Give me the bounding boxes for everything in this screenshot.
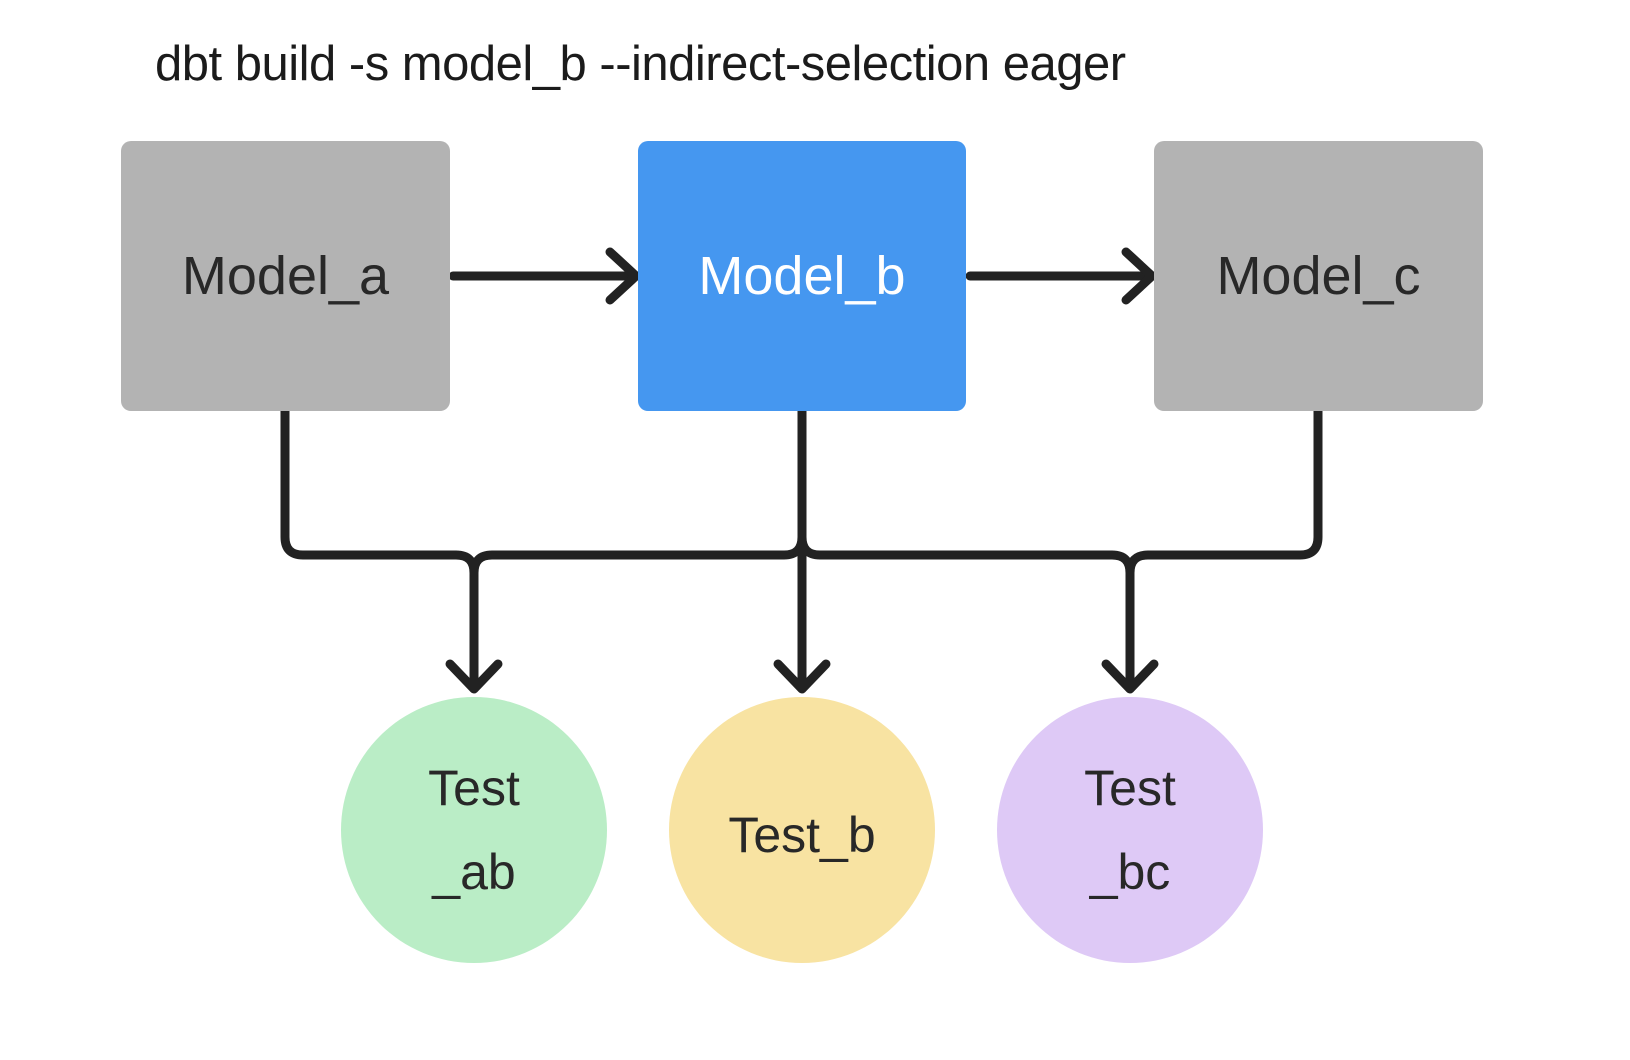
node-test-b: Test_b: [669, 697, 935, 963]
arrowhead-into-test-ab-icon: [445, 659, 503, 694]
test-bc-label-line1: Test: [1084, 760, 1176, 816]
test-ab-label-line2: _ab: [432, 844, 516, 900]
arrowhead-into-model-c-icon: [1121, 247, 1157, 305]
command-title: dbt build -s model_b --indirect-selectio…: [155, 37, 1126, 91]
edge-trunk-c-merge-to-model-b-line: [797, 532, 1135, 578]
model-b-label: Model_b: [698, 246, 906, 306]
edge-trunk-a-merge-to-model-b-line: [469, 532, 807, 578]
arrowhead-into-test-b-icon: [773, 659, 831, 694]
test-b-label: Test_b: [728, 807, 876, 863]
test-bc-label-line2: _bc: [1089, 844, 1171, 900]
model-c-label: Model_c: [1216, 246, 1421, 306]
node-model-b-selected: Model_b: [638, 141, 966, 411]
edge-model-a-to-test-ab: [280, 406, 479, 691]
arrowhead-into-test-bc-icon: [1101, 659, 1159, 694]
test-ab-label-line1: Test: [428, 760, 520, 816]
node-test-bc: Test _bc: [997, 697, 1263, 963]
node-test-ab: Test _ab: [341, 697, 607, 963]
node-model-a: Model_a: [121, 141, 450, 411]
model-a-label: Model_a: [181, 246, 390, 306]
node-model-c: Model_c: [1154, 141, 1483, 411]
arrowhead-into-model-b-icon: [605, 247, 641, 305]
edge-model-c-to-test-bc: [1125, 406, 1323, 691]
